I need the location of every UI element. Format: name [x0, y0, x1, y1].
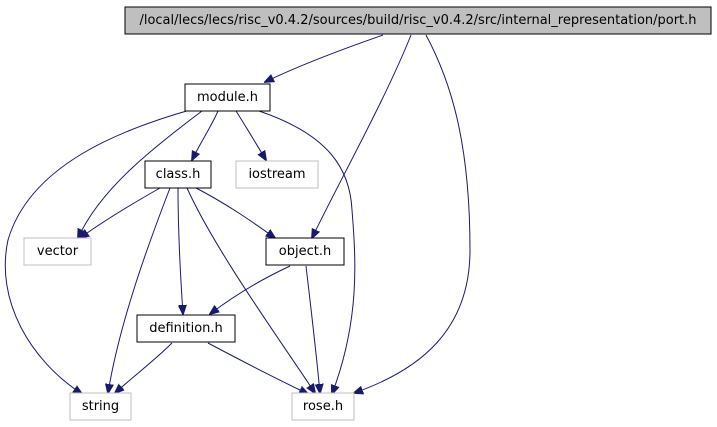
edge-module-to-class — [192, 110, 219, 160]
node-port-h[interactable]: /local/lecs/lecs/risc_v0.4.2/sources/bui… — [124, 6, 712, 35]
edge-class-to-object — [195, 187, 275, 238]
edge-definition-to-rose — [207, 342, 308, 394]
node-module-h[interactable]: module.h — [184, 83, 271, 112]
node-label-object-h: object.h — [279, 244, 331, 259]
node-vector[interactable]: vector — [23, 237, 92, 266]
node-label-iostream: iostream — [248, 167, 305, 182]
edge-port-to-rose — [354, 34, 471, 393]
nodes: /local/lecs/lecs/risc_v0.4.2/sources/bui… — [23, 6, 712, 421]
node-definition-h[interactable]: definition.h — [136, 314, 236, 343]
edge-definition-to-string — [115, 342, 173, 393]
edge-class-to-vector — [80, 187, 161, 238]
edge-port-to-object — [312, 34, 412, 238]
node-iostream[interactable]: iostream — [235, 160, 319, 189]
node-label-definition-h: definition.h — [149, 321, 223, 336]
node-string[interactable]: string — [69, 392, 132, 421]
edge-module-to-string — [4, 109, 191, 394]
edges — [4, 34, 471, 394]
edge-port-to-module — [265, 34, 384, 82]
edge-class-to-definition — [177, 187, 183, 314]
node-object-h[interactable]: object.h — [265, 237, 345, 266]
edge-object-to-definition — [210, 265, 291, 314]
node-class-h[interactable]: class.h — [144, 160, 212, 189]
node-label-rose-h: rose.h — [303, 399, 343, 414]
node-label-module-h: module.h — [197, 90, 258, 105]
edge-object-to-rose — [305, 265, 320, 393]
edge-module-to-iostream — [235, 110, 266, 160]
edge-class-to-rose — [186, 187, 315, 393]
node-label-vector: vector — [37, 244, 79, 259]
node-rose-h[interactable]: rose.h — [291, 392, 355, 421]
node-label-string: string — [82, 399, 119, 414]
node-label-port-h: /local/lecs/lecs/risc_v0.4.2/sources/bui… — [139, 13, 696, 28]
edge-module-to-vector — [78, 110, 203, 238]
edge-module-to-rose — [258, 110, 356, 394]
edge-class-to-string — [108, 187, 171, 393]
node-label-class-h: class.h — [156, 167, 201, 182]
